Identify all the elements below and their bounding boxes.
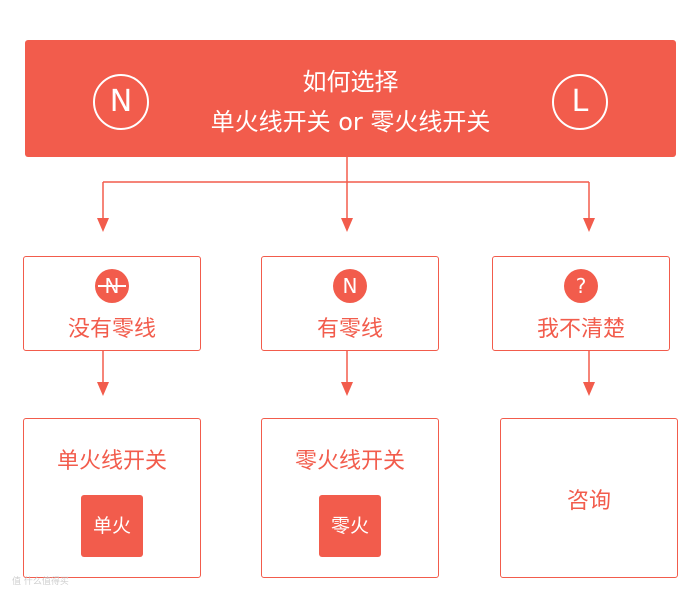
arrowhead-icon: [97, 218, 109, 232]
live-l-badge: L: [552, 74, 608, 130]
arrowhead-icon: [583, 218, 595, 232]
neutral-struck-icon: N: [95, 269, 129, 303]
header-banner: N 如何选择 单火线开关 or 零火线开关 L: [25, 40, 676, 157]
option-label: 有零线: [316, 317, 383, 342]
neutral-icon: N: [333, 269, 367, 303]
result-neutral-live: 零火线开关 零火: [261, 418, 439, 578]
result-single-live: 单火线开关 单火: [23, 418, 201, 578]
result-title: 单火线开关: [56, 449, 167, 474]
question-icon: ?: [564, 269, 598, 303]
header-title: 如何选择: [302, 68, 399, 96]
arrowhead-icon: [341, 382, 353, 396]
neutral-n-badge: N: [93, 74, 149, 130]
result-title: 零火线开关: [294, 449, 405, 474]
option-label: 我不清楚: [536, 317, 625, 342]
result-consult: 咨询: [500, 418, 678, 578]
option-label: 没有零线: [67, 317, 156, 342]
header-subtitle: 单火线开关 or 零火线开关: [210, 108, 491, 136]
option-unsure: ? 我不清楚: [492, 256, 670, 351]
option-no-neutral: N 没有零线: [23, 256, 201, 351]
option-has-neutral: N 有零线: [261, 256, 439, 351]
result-badge: 零火: [319, 495, 381, 557]
arrowhead-icon: [341, 218, 353, 232]
arrowhead-icon: [583, 382, 595, 396]
arrowhead-icon: [97, 382, 109, 396]
result-badge: 单火: [81, 495, 143, 557]
watermark: 值 什么值得买: [12, 577, 69, 587]
result-title: 咨询: [566, 489, 611, 514]
